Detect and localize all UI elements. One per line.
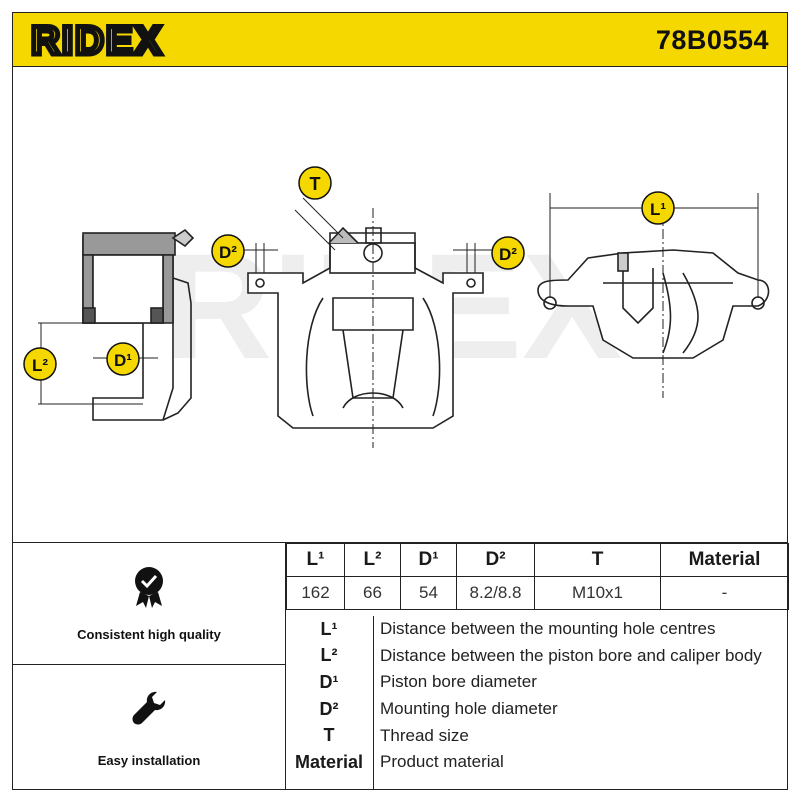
legend-desc: Product material (380, 752, 504, 772)
callout-d2-right: D² (491, 236, 525, 270)
callout-d1: D¹ (106, 342, 140, 376)
svg-text:D²: D² (499, 245, 517, 264)
svg-text:D¹: D¹ (114, 351, 132, 370)
quality-badge-icon (135, 567, 163, 608)
caliper-drawing: RIDEX (23, 166, 770, 448)
legend-key: D¹ (319, 671, 339, 692)
feature-divider (12, 664, 286, 665)
spec-header-d1: D¹ (400, 543, 457, 577)
legend-key: L¹ (320, 618, 338, 639)
svg-text:RIDEX: RIDEX (31, 19, 163, 61)
svg-text:L¹: L¹ (650, 200, 666, 219)
feature-column-divider (285, 542, 286, 790)
spec-table: L¹ L² D¹ D² T Material 162 66 54 8.2/8.8… (286, 543, 789, 610)
svg-text:L²: L² (32, 356, 48, 375)
legend-row: T Thread size (286, 722, 788, 749)
legend-desc: Distance between the piston bore and cal… (380, 645, 762, 665)
spec-value-d2: 8.2/8.8 (456, 576, 535, 610)
callout-t: T (298, 166, 332, 200)
legend: L¹ Distance between the mounting hole ce… (286, 616, 788, 776)
spec-value-t: M10x1 (534, 576, 661, 610)
callout-l1: L¹ (641, 191, 675, 225)
spec-value-material: - (660, 576, 789, 610)
legend-key: Material (294, 751, 364, 772)
spec-value-d1: 54 (400, 576, 457, 610)
spec-header-t: T (534, 543, 661, 577)
spec-value-l1: 162 (286, 576, 345, 610)
legend-desc: Mounting hole diameter (380, 699, 558, 719)
legend-key: T (323, 725, 335, 746)
feature-label: Easy installation (97, 753, 201, 768)
spec-value-row: 162 66 54 8.2/8.8 M10x1 - (286, 576, 789, 610)
drawing-divider (12, 542, 788, 543)
legend-row: D¹ Piston bore diameter (286, 669, 788, 696)
legend-desc: Piston bore diameter (380, 672, 537, 692)
legend-row: L¹ Distance between the mounting hole ce… (286, 616, 788, 643)
legend-desc: Thread size (380, 725, 469, 745)
legend-row: Material Product material (286, 749, 788, 776)
callout-d2-left: D² (211, 234, 245, 268)
part-number: 78B0554 (655, 25, 769, 55)
spec-value-l2: 66 (344, 576, 401, 610)
feature-installation: Easy installation (13, 688, 285, 768)
spec-header-l1: L¹ (286, 543, 345, 577)
header-bar: RIDEX 78B0554 (12, 12, 788, 67)
svg-text:D²: D² (219, 243, 237, 262)
side-section-view (82, 228, 195, 421)
legend-key: D² (319, 698, 339, 719)
legend-key: L² (320, 645, 338, 666)
legend-row: L² Distance between the piston bore and … (286, 643, 788, 670)
legend-divider (373, 616, 374, 790)
spec-header-d2: D² (456, 543, 535, 577)
feature-quality: Consistent high quality (13, 566, 285, 642)
spec-header-row: L¹ L² D¹ D² T Material (286, 543, 789, 577)
spec-header-material: Material (660, 543, 789, 577)
svg-text:T: T (310, 174, 321, 194)
callout-l2: L² (23, 347, 57, 381)
legend-desc: Distance between the mounting hole centr… (380, 619, 716, 639)
legend-row: D² Mounting hole diameter (286, 696, 788, 723)
ridex-logo: RIDEX (29, 19, 164, 61)
spec-header-l2: L² (344, 543, 401, 577)
wrench-icon (132, 691, 166, 725)
feature-label: Consistent high quality (77, 627, 221, 642)
back-view (537, 249, 770, 359)
